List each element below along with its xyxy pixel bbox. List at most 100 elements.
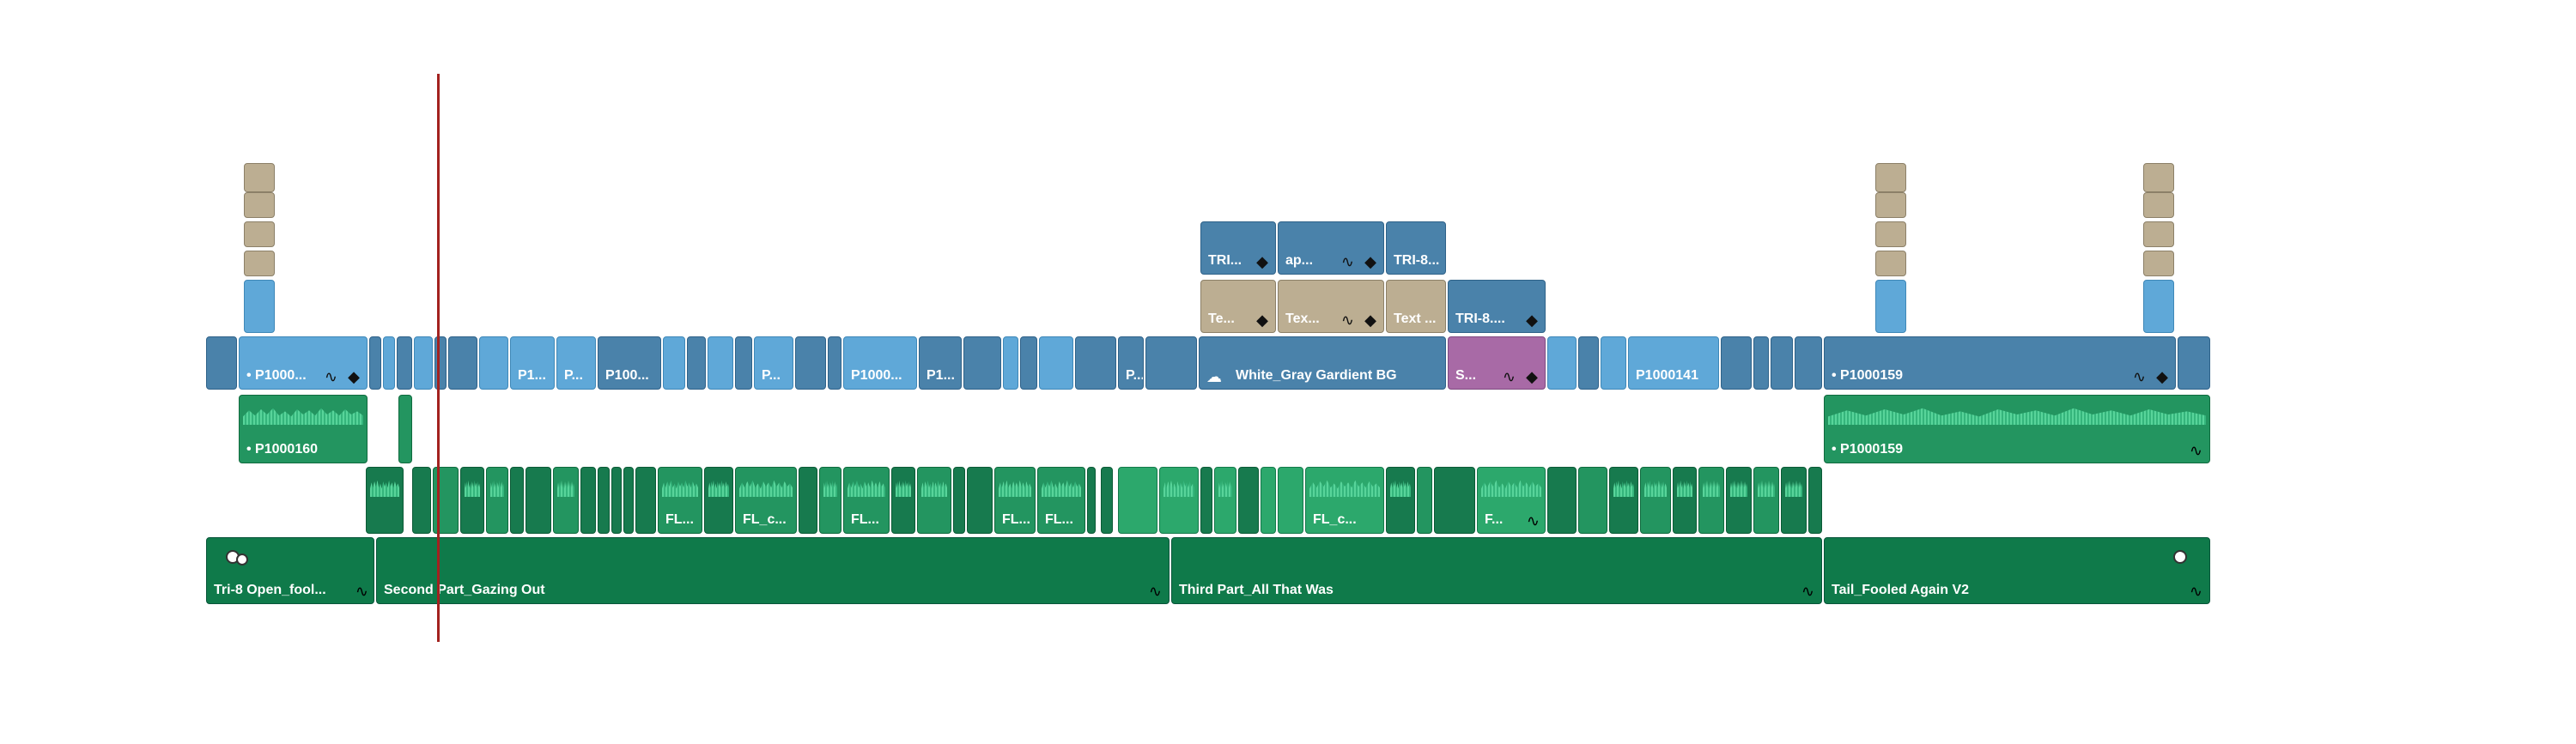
- text-clip[interactable]: Tex... ∿ ◆: [1278, 280, 1384, 333]
- audio-clip[interactable]: [1781, 467, 1807, 534]
- audio-clip[interactable]: [1726, 467, 1752, 534]
- title-clip[interactable]: TRI-8.... ◆: [1448, 280, 1546, 333]
- playhead[interactable]: [437, 74, 440, 642]
- video-clip[interactable]: [828, 336, 841, 390]
- generator-clip[interactable]: ☁ White_Gray Gardient BG: [1199, 336, 1446, 390]
- audio-clip[interactable]: [1640, 467, 1671, 534]
- audio-clip[interactable]: [526, 467, 551, 534]
- audio-clip[interactable]: [1609, 467, 1638, 534]
- video-clip[interactable]: [1771, 336, 1793, 390]
- video-clip[interactable]: [1145, 336, 1197, 390]
- video-clip[interactable]: P...: [754, 336, 793, 390]
- effect-clip[interactable]: S... ∿ ◆: [1448, 336, 1546, 390]
- audio-clip[interactable]: [799, 467, 817, 534]
- audio-clip[interactable]: [1087, 467, 1096, 534]
- audio-clip[interactable]: [611, 467, 622, 534]
- music-clip[interactable]: Tri-8 Open_fool... ∿: [206, 537, 374, 604]
- video-clip[interactable]: [1547, 336, 1577, 390]
- video-clip[interactable]: [1721, 336, 1752, 390]
- audio-clip[interactable]: [1261, 467, 1276, 534]
- audio-clip[interactable]: [1118, 467, 1157, 534]
- audio-clip[interactable]: [1547, 467, 1577, 534]
- audio-clip[interactable]: [1386, 467, 1415, 534]
- audio-clip[interactable]: [1238, 467, 1259, 534]
- audio-clip[interactable]: [486, 467, 508, 534]
- video-clip[interactable]: [1601, 336, 1626, 390]
- audio-clip[interactable]: F... ∿: [1477, 467, 1546, 534]
- connected-clip[interactable]: [2143, 280, 2174, 333]
- video-clip[interactable]: [1578, 336, 1599, 390]
- video-clip[interactable]: [1753, 336, 1769, 390]
- audio-clip[interactable]: [704, 467, 733, 534]
- audio-clip[interactable]: [553, 467, 579, 534]
- video-clip[interactable]: P1...: [510, 336, 555, 390]
- video-clip[interactable]: [1075, 336, 1116, 390]
- connected-clip[interactable]: [244, 192, 275, 218]
- audio-clip[interactable]: FL_c...: [1305, 467, 1384, 534]
- audio-clip[interactable]: [1434, 467, 1475, 534]
- video-clip[interactable]: • P1000... ∿ ◆: [239, 336, 368, 390]
- audio-clip[interactable]: [623, 467, 634, 534]
- audio-clip[interactable]: FL...: [658, 467, 702, 534]
- audio-clip[interactable]: [967, 467, 993, 534]
- audio-clip[interactable]: [1101, 467, 1113, 534]
- video-clip[interactable]: P...: [1118, 336, 1144, 390]
- video-clip[interactable]: [1795, 336, 1822, 390]
- video-clip[interactable]: [735, 336, 752, 390]
- connected-clip[interactable]: [1875, 163, 1906, 192]
- connected-clip[interactable]: [1875, 251, 1906, 276]
- audio-clip[interactable]: [819, 467, 841, 534]
- connected-clip[interactable]: [2143, 163, 2174, 192]
- video-clip[interactable]: P...: [556, 336, 596, 390]
- video-clip[interactable]: [1003, 336, 1018, 390]
- video-clip[interactable]: [479, 336, 508, 390]
- audio-clip[interactable]: [1698, 467, 1724, 534]
- connected-clip[interactable]: [2143, 192, 2174, 218]
- audio-clip[interactable]: [366, 467, 404, 534]
- video-clip[interactable]: P1...: [919, 336, 962, 390]
- audio-clip[interactable]: • P1000159 ∿: [1824, 395, 2210, 463]
- audio-clip[interactable]: FL_c...: [735, 467, 797, 534]
- connected-clip[interactable]: [244, 280, 275, 333]
- audio-clip[interactable]: [1200, 467, 1212, 534]
- video-clip[interactable]: [383, 336, 395, 390]
- audio-clip[interactable]: FL...: [1037, 467, 1085, 534]
- connected-clip[interactable]: [1875, 192, 1906, 218]
- video-clip[interactable]: [1039, 336, 1073, 390]
- audio-clip[interactable]: [953, 467, 965, 534]
- video-clip[interactable]: [2178, 336, 2210, 390]
- video-clip[interactable]: [663, 336, 685, 390]
- video-clip[interactable]: [397, 336, 412, 390]
- connected-clip[interactable]: [2143, 221, 2174, 247]
- audio-clip[interactable]: [1278, 467, 1303, 534]
- connected-clip[interactable]: [244, 251, 275, 276]
- video-clip[interactable]: [963, 336, 1001, 390]
- audio-clip[interactable]: [1753, 467, 1779, 534]
- video-clip[interactable]: P1000...: [843, 336, 917, 390]
- audio-clip[interactable]: [1808, 467, 1822, 534]
- title-clip[interactable]: TRI... ◆: [1200, 221, 1276, 275]
- title-clip[interactable]: TRI-8...: [1386, 221, 1446, 275]
- audio-clip[interactable]: FL...: [843, 467, 890, 534]
- connected-clip[interactable]: [2143, 251, 2174, 276]
- audio-clip[interactable]: [917, 467, 951, 534]
- text-clip[interactable]: Text ...: [1386, 280, 1446, 333]
- audio-clip[interactable]: [460, 467, 484, 534]
- audio-clip[interactable]: [891, 467, 915, 534]
- video-clip[interactable]: P1000141: [1628, 336, 1719, 390]
- audio-clip[interactable]: [635, 467, 656, 534]
- audio-clip[interactable]: [598, 467, 610, 534]
- audio-clip[interactable]: [510, 467, 524, 534]
- video-clip[interactable]: [206, 336, 237, 390]
- connected-clip[interactable]: [1875, 221, 1906, 247]
- audio-clip[interactable]: [1214, 467, 1236, 534]
- connected-clip[interactable]: [244, 163, 275, 192]
- audio-clip[interactable]: [398, 395, 412, 463]
- video-clip[interactable]: P100...: [598, 336, 661, 390]
- connected-clip[interactable]: [1875, 280, 1906, 333]
- video-clip[interactable]: [795, 336, 826, 390]
- video-clip[interactable]: [414, 336, 433, 390]
- audio-clip[interactable]: • P1000160: [239, 395, 368, 463]
- audio-clip[interactable]: [1417, 467, 1432, 534]
